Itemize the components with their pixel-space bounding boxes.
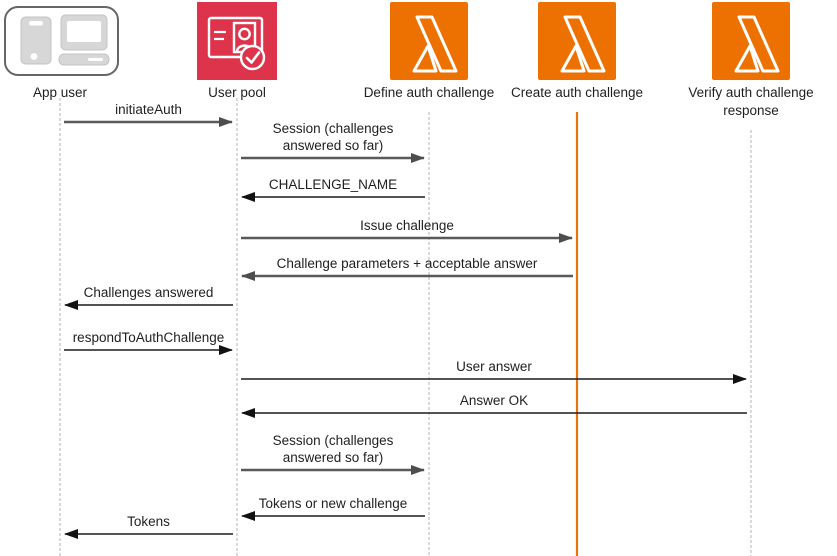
devices-icon xyxy=(4,6,119,76)
aws-lambda-icon xyxy=(390,2,468,80)
actor-label-verify: Verify auth challenge response xyxy=(688,85,814,118)
lifelines-layer xyxy=(59,98,752,556)
app-user-actor xyxy=(3,2,121,83)
message-label: respondToAuthChallenge xyxy=(73,330,225,345)
message-label: Challenges answered xyxy=(84,285,214,300)
message-label: Answer OK xyxy=(460,393,528,408)
message-label: User answer xyxy=(456,359,532,374)
message-label: Tokens xyxy=(127,514,170,529)
create-auth-challenge-actor xyxy=(538,2,616,85)
define-auth-challenge-actor xyxy=(390,2,468,85)
verify-auth-challenge-actor xyxy=(712,2,790,85)
user-pool-actor xyxy=(197,2,277,85)
message-label: answered so far) xyxy=(283,450,384,465)
aws-lambda-icon xyxy=(712,2,790,80)
actor-label-user-pool: User pool xyxy=(208,85,266,100)
actor-label-create: Create auth challenge xyxy=(510,85,644,100)
message-label: initiateAuth xyxy=(115,102,182,117)
aws-lambda-icon xyxy=(538,2,616,80)
actor-label-define: Define auth challenge xyxy=(363,85,495,100)
id-card-check-icon xyxy=(197,2,277,80)
message-label: answered so far) xyxy=(283,138,384,153)
actor-label-app-user: App user xyxy=(32,85,88,100)
message-label: Tokens or new challenge xyxy=(259,496,408,511)
message-label: Challenge parameters + acceptable answer xyxy=(277,256,538,271)
message-label: CHALLENGE_NAME xyxy=(269,177,397,192)
message-label: Session (challenges xyxy=(273,121,394,136)
message-label: Session (challenges xyxy=(273,433,394,448)
message-label: Issue challenge xyxy=(360,218,454,233)
